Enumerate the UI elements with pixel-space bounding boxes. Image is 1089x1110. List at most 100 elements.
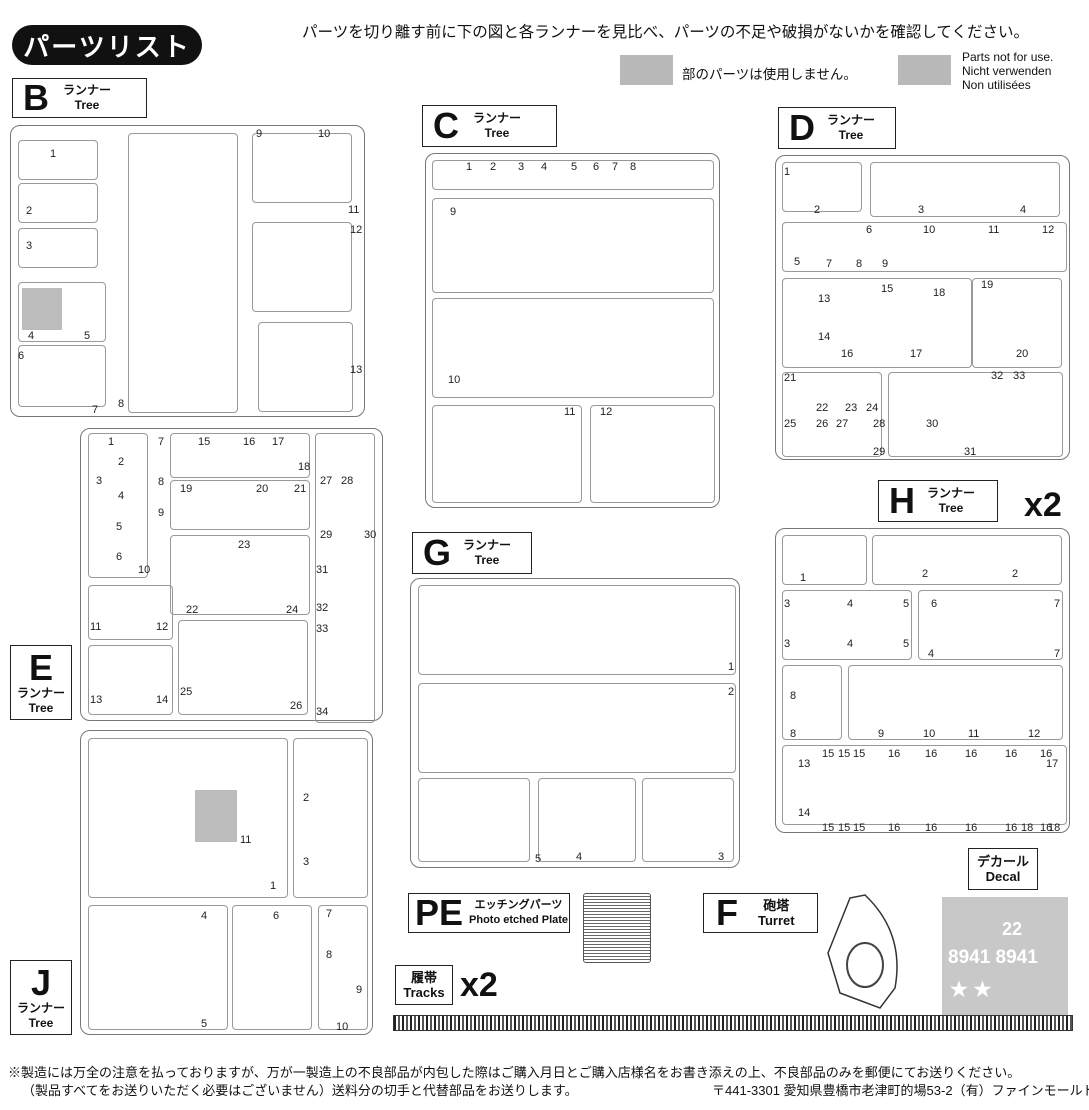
part-number: 14 <box>798 807 811 819</box>
part-number: 1 <box>784 166 791 178</box>
part-number: 4 <box>541 161 548 173</box>
runner-letter: E <box>28 646 53 688</box>
part-number: 1 <box>50 148 57 160</box>
part-number: 20 <box>1016 348 1029 360</box>
sprue-section <box>782 222 1067 272</box>
part-number: 5 <box>903 638 910 650</box>
part-number: 25 <box>784 418 797 430</box>
sprue-section <box>18 140 98 180</box>
part-number: 3 <box>784 638 791 650</box>
sprue-section <box>782 590 912 660</box>
sprue-section <box>432 160 714 190</box>
decal-en: Decal <box>985 869 1021 884</box>
part-number: 18 <box>298 461 311 473</box>
part-number: 16 <box>965 822 978 834</box>
runner-d-sprue <box>775 155 1070 460</box>
part-number: 29 <box>873 446 886 458</box>
sprue-section <box>972 278 1062 368</box>
part-number: 9 <box>450 206 457 218</box>
part-number: 7 <box>1054 598 1061 610</box>
track-strip <box>393 1015 1073 1031</box>
sprue-section <box>18 228 98 268</box>
part-number: 15 <box>838 822 851 834</box>
part-number: 3 <box>96 475 103 487</box>
part-number: 3 <box>303 856 310 868</box>
not-for-use-jp: 部のパーツは使用しません。 <box>682 67 857 82</box>
decal-code: 22 <box>1002 919 1023 939</box>
turret-jp: 砲塔 <box>763 898 790 913</box>
part-number: 10 <box>923 224 936 236</box>
sprue-section <box>170 480 310 530</box>
part-number: 12 <box>1042 224 1055 236</box>
sprue-section <box>888 372 1063 457</box>
part-number: 1 <box>800 572 807 584</box>
part-number: 6 <box>273 910 280 922</box>
part-number: 2 <box>118 456 125 468</box>
part-number: 5 <box>535 853 542 865</box>
part-number: 17 <box>1046 758 1059 770</box>
part-number: 24 <box>866 402 879 414</box>
sprue-section <box>782 535 867 585</box>
part-number: 11 <box>968 728 980 740</box>
part-number: 11 <box>988 224 1000 236</box>
runner-b-sprue <box>10 125 365 417</box>
part-number: 2 <box>728 686 735 698</box>
sprue-section <box>418 778 530 862</box>
part-number: 33 <box>1013 370 1026 382</box>
sprue-section <box>782 745 1067 825</box>
sprue-section <box>782 278 972 368</box>
part-number: 15 <box>881 283 894 295</box>
part-number: 8 <box>326 949 333 961</box>
part-number: 34 <box>316 706 329 718</box>
sprue-section <box>432 405 582 503</box>
part-number: 13 <box>798 758 811 770</box>
part-number: 8 <box>158 476 165 488</box>
part-number: 12 <box>1028 728 1041 740</box>
part-number: 16 <box>888 822 901 834</box>
decal-numbers: 8941 8941 <box>948 947 1038 968</box>
sprue-section <box>18 345 106 407</box>
runner-en: Tree <box>474 553 500 567</box>
not-for-use-swatch <box>898 55 951 85</box>
turret-part <box>827 894 898 1009</box>
runner-jp: ランナー <box>927 486 976 500</box>
part-number: 16 <box>1005 748 1018 760</box>
part-number: 16 <box>243 436 256 448</box>
part-number: 6 <box>18 350 25 362</box>
runner-letter: G <box>423 532 452 573</box>
part-number: 4 <box>847 598 854 610</box>
not-for-use-de: Nicht verwenden <box>962 64 1052 78</box>
tracks-jp: 履帯 <box>410 970 437 985</box>
part-number: 16 <box>925 822 938 834</box>
sprue-section <box>258 322 353 412</box>
sprue-section <box>432 298 714 398</box>
part-number: 15 <box>822 748 835 760</box>
part-number: 14 <box>818 331 831 343</box>
part-number: 1 <box>728 661 735 673</box>
sprue-section <box>252 222 352 312</box>
part-number: 32 <box>316 602 329 614</box>
part-number: 5 <box>116 521 123 533</box>
part-number: 16 <box>1005 822 1018 834</box>
part-number: 15 <box>853 822 866 834</box>
part-number: 26 <box>816 418 829 430</box>
part-number: 16 <box>841 348 854 360</box>
part-number: 4 <box>928 648 935 660</box>
part-number: 18 <box>1048 822 1061 834</box>
parts-list-title: パーツリスト <box>12 25 202 65</box>
part-number: 2 <box>1012 568 1019 580</box>
sprue-section <box>590 405 715 503</box>
part-number: 5 <box>201 1018 208 1030</box>
part-number: 12 <box>156 621 169 633</box>
tracks-en: Tracks <box>403 985 445 1000</box>
part-number: 16 <box>965 748 978 760</box>
sprue-section <box>318 905 368 1030</box>
part-number: 22 <box>816 402 829 414</box>
sprue-section <box>170 535 310 615</box>
runner-e-sprue <box>80 428 383 721</box>
decal-jp: デカール <box>976 854 1029 869</box>
